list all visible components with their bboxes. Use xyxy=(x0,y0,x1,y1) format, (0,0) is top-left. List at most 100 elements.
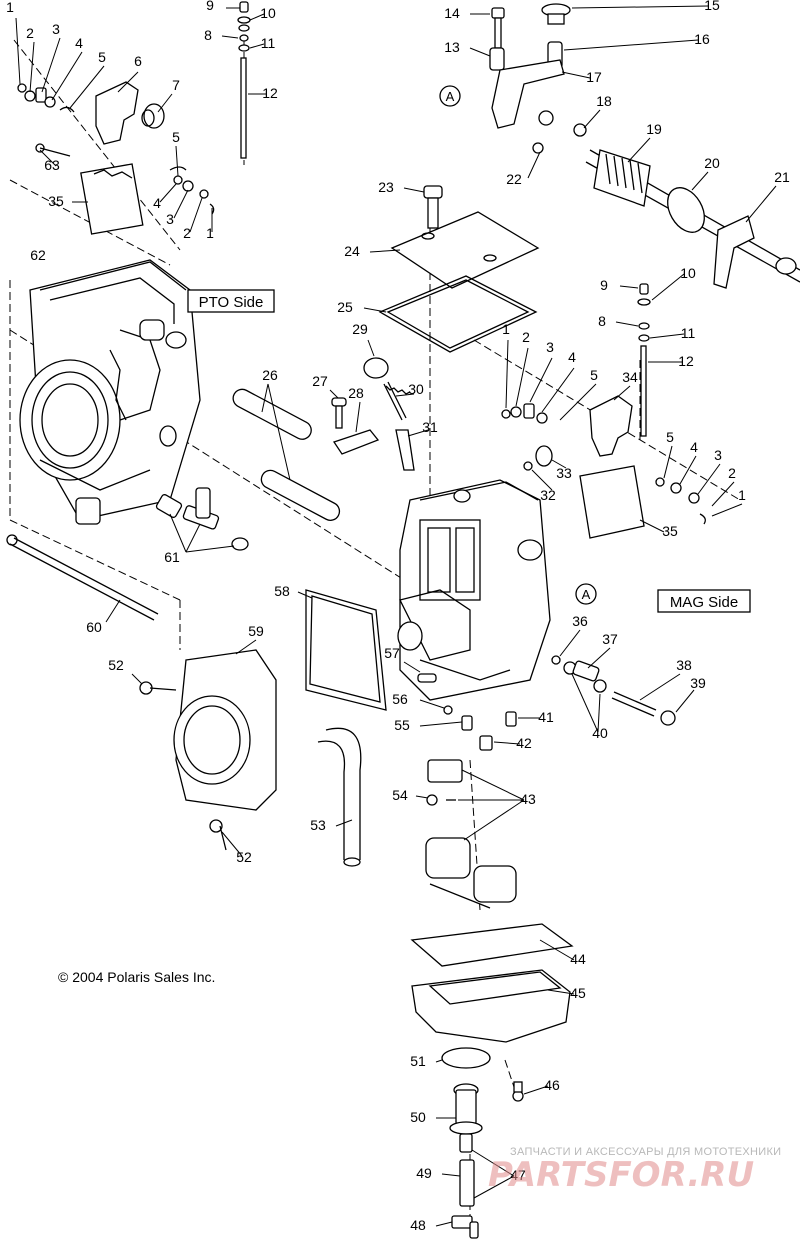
part-label-3: 3 xyxy=(714,447,722,463)
part-label-17: 17 xyxy=(586,69,602,85)
part-label-53: 53 xyxy=(310,817,326,833)
part-label-34: 34 xyxy=(622,369,638,385)
part-label-38: 38 xyxy=(676,657,692,673)
float-assembly xyxy=(425,759,517,909)
part-label-61: 61 xyxy=(164,549,180,565)
part-label-2: 2 xyxy=(728,465,736,481)
part-label-16: 16 xyxy=(694,31,710,47)
part-label-44: 44 xyxy=(570,951,586,967)
part-label-5: 5 xyxy=(666,429,674,445)
reference-callouts: AA xyxy=(439,85,597,605)
copyright-text: © 2004 Polaris Sales Inc. xyxy=(58,969,215,985)
part-label-62: 62 xyxy=(30,247,46,263)
callout-letter: A xyxy=(582,587,591,602)
part-label-55: 55 xyxy=(394,717,410,733)
part-label-9: 9 xyxy=(206,0,214,13)
part-label-1: 1 xyxy=(206,225,214,241)
fittings xyxy=(155,487,249,551)
part-label-12: 12 xyxy=(678,353,694,369)
part-label-8: 8 xyxy=(204,27,212,43)
part-label-2: 2 xyxy=(522,329,530,345)
part-label-3: 3 xyxy=(546,339,554,355)
part-label-5: 5 xyxy=(98,49,106,65)
part-label-1: 1 xyxy=(502,321,510,337)
part-label-26: 26 xyxy=(262,367,278,383)
part-label-48: 48 xyxy=(410,1217,426,1233)
watermark: ЗАПЧАСТИ И АКСЕССУАРЫ ДЛЯ МОТОТЕХНИКИ PA… xyxy=(488,1146,781,1195)
part-label-6: 6 xyxy=(134,53,142,69)
throttle-link-pto xyxy=(17,81,215,235)
slide-parts xyxy=(232,357,415,521)
part-label-45: 45 xyxy=(570,985,586,1001)
part-label-43: 43 xyxy=(520,791,536,807)
part-label-40: 40 xyxy=(592,725,608,741)
part-label-31: 31 xyxy=(422,419,438,435)
part-label-25: 25 xyxy=(337,299,353,315)
drain-parts xyxy=(449,1083,483,1239)
side-label-box xyxy=(657,589,751,613)
carburetor-body-pto xyxy=(19,259,201,525)
part-label-5: 5 xyxy=(590,367,598,383)
part-label-58: 58 xyxy=(274,583,290,599)
part-label-35: 35 xyxy=(662,523,678,539)
jets-and-screws xyxy=(417,655,676,751)
part-label-37: 37 xyxy=(602,631,618,647)
part-label-22: 22 xyxy=(506,171,522,187)
callout-letter: A xyxy=(446,89,455,104)
part-label-21: 21 xyxy=(774,169,790,185)
part-label-9: 9 xyxy=(600,277,608,293)
part-label-3: 3 xyxy=(52,21,60,37)
callout-circle xyxy=(439,85,461,107)
part-label-19: 19 xyxy=(646,121,662,137)
part-label-36: 36 xyxy=(572,613,588,629)
part-label-7: 7 xyxy=(172,77,180,93)
part-label-5: 5 xyxy=(172,129,180,145)
part-label-1: 1 xyxy=(6,0,14,15)
part-label-18: 18 xyxy=(596,93,612,109)
part-label-11: 11 xyxy=(261,35,276,51)
part-label-11: 11 xyxy=(681,325,696,341)
side-label-text: MAG Side xyxy=(670,594,738,611)
part-label-52: 52 xyxy=(236,849,252,865)
part-label-47: 47 xyxy=(510,1167,526,1183)
part-label-33: 33 xyxy=(556,465,572,481)
part-label-63: 63 xyxy=(44,157,60,173)
part-label-49: 49 xyxy=(416,1165,432,1181)
long-screw xyxy=(6,534,159,621)
callout-circle xyxy=(575,583,597,605)
part-label-56: 56 xyxy=(392,691,408,707)
part-label-4: 4 xyxy=(690,439,698,455)
float-bowl xyxy=(410,923,574,1102)
part-label-54: 54 xyxy=(392,787,408,803)
part-label-27: 27 xyxy=(312,373,328,389)
hose xyxy=(317,727,362,867)
part-label-50: 50 xyxy=(410,1109,426,1125)
part-label-20: 20 xyxy=(704,155,720,171)
watermark-tagline: ЗАПЧАСТИ И АКСЕССУАРЫ ДЛЯ МОТОТЕХНИКИ xyxy=(510,1146,781,1158)
part-label-14: 14 xyxy=(444,5,460,21)
part-label-30: 30 xyxy=(408,381,424,397)
part-label-10: 10 xyxy=(680,265,696,281)
part-label-2: 2 xyxy=(183,225,191,241)
part-label-28: 28 xyxy=(348,385,364,401)
part-label-13: 13 xyxy=(444,39,460,55)
part-label-10: 10 xyxy=(260,5,276,21)
part-label-1: 1 xyxy=(738,487,746,503)
throttle-link-mag xyxy=(501,283,706,539)
side-label-box xyxy=(187,289,275,313)
part-label-2: 2 xyxy=(26,25,34,41)
throttle-shaft-assembly xyxy=(489,3,800,289)
side-label-text: PTO Side xyxy=(199,294,264,311)
gasket-and-cover xyxy=(139,589,387,851)
part-label-4: 4 xyxy=(75,35,83,51)
part-label-32: 32 xyxy=(540,487,556,503)
part-label-41: 41 xyxy=(538,709,554,725)
part-label-35: 35 xyxy=(48,193,64,209)
part-label-42: 42 xyxy=(516,735,532,751)
part-label-57: 57 xyxy=(384,645,400,661)
part-label-4: 4 xyxy=(153,195,161,211)
watermark-logo: PARTSFOR.RU xyxy=(488,1155,754,1195)
